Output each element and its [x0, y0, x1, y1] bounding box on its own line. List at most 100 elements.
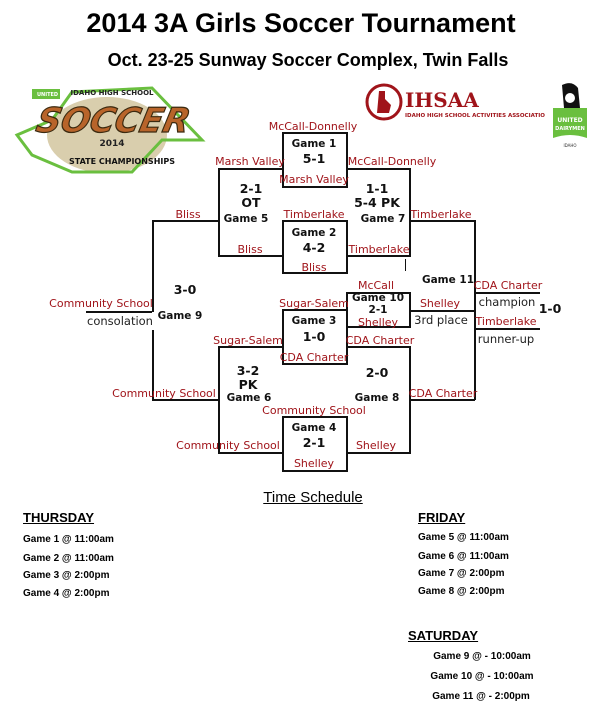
bracket-line [282, 470, 348, 472]
bracket-line [152, 220, 218, 222]
bracket-line [346, 168, 410, 170]
svg-text:STATE CHAMPIONSHIPS: STATE CHAMPIONSHIPS [69, 157, 175, 166]
game-label: Game 6 [226, 392, 272, 404]
day-heading: SATURDAY [408, 628, 479, 643]
runner-up-label: runner-up [477, 332, 535, 346]
game-label: Game 9 [157, 310, 203, 322]
svg-text:IDAHO: IDAHO [563, 143, 576, 148]
schedule-item: Game 4 @ 2:00pm [23, 588, 110, 599]
svg-text:DAIRYMEN: DAIRYMEN [555, 126, 585, 132]
bracket-line [218, 168, 220, 256]
schedule-item: Game 6 @ 11:00am [418, 551, 509, 562]
game-label: Game 4 [291, 422, 337, 434]
team-label: Bliss [175, 208, 201, 221]
friday-schedule: FRIDAY Game 5 @ 11:00am Game 6 @ 11:00am… [418, 510, 509, 597]
schedule-item: Game 1 @ 11:00am [23, 534, 114, 545]
schedule-item: Game 9 @ - 10:00am [433, 651, 531, 662]
team-label: Shelley [419, 297, 461, 310]
team-label: Shelley [357, 316, 399, 329]
bracket-line [218, 255, 282, 257]
team-label: Community School [262, 404, 366, 417]
game-label: Game 10 [351, 292, 405, 304]
bracket-line [410, 220, 475, 222]
game-label: Game 1 [291, 138, 337, 150]
third-place-label: 3rd place [414, 313, 468, 327]
svg-text:SOCCER: SOCCER [33, 101, 194, 141]
team-label: Shelley [293, 457, 335, 470]
schedule-item: Game 8 @ 2:00pm [418, 586, 505, 597]
score: 5-1 [302, 151, 326, 166]
bracket-line [218, 168, 282, 170]
bracket-line [218, 346, 220, 453]
bracket-line [218, 452, 282, 454]
runner-up-team: Timberlake [475, 315, 537, 328]
bracket-line [409, 168, 411, 256]
game-label: Game 2 [291, 227, 337, 239]
game-1-box [282, 132, 348, 188]
team-label: Sugar-Salem [213, 334, 283, 347]
day-heading-saturday: SATURDAY [408, 628, 478, 643]
game-label: Game 11 [421, 274, 475, 286]
schedule-item: Game 2 @ 11:00am [23, 553, 114, 564]
team-label: CDA Charter [279, 351, 349, 364]
page-title: 2014 3A Girls Soccer Tournament [86, 8, 516, 38]
game-label: Game 5 [223, 213, 269, 225]
svg-text:2014: 2014 [99, 139, 124, 149]
team-label: CDA Charter [408, 387, 478, 400]
game-label: Game 3 [291, 315, 337, 327]
ihsaa-logo: IHSAA IDAHO HIGH SCHOOL ACTIVITIES ASSOC… [365, 83, 550, 123]
game-label: Game 8 [354, 392, 400, 404]
bracket-line [346, 452, 411, 454]
bracket-line [152, 330, 154, 400]
schedule-item: Game 3 @ 2:00pm [23, 570, 110, 581]
score: 3-0 [173, 282, 197, 297]
score-note: 5-4 PK [354, 195, 400, 210]
score: 3-2 [236, 363, 260, 378]
team-label: Marsh Valley [279, 173, 349, 186]
champion-line [474, 292, 540, 294]
bracket-line [282, 186, 348, 188]
team-label: Sugar-Salem [279, 297, 349, 310]
score: 2-1 [368, 304, 388, 316]
team-label: Marsh Valley [215, 155, 285, 168]
day-heading: THURSDAY [23, 510, 95, 525]
score: 2-1 [302, 435, 326, 450]
schedule-item: Game 5 @ 11:00am [418, 532, 509, 543]
team-label: Timberlake [410, 208, 472, 221]
soccer-championship-logo: IDAHO HIGH SCHOOL UNITED SOCCER 2014 STA… [12, 80, 212, 175]
bracket-line [152, 399, 218, 401]
bracket-line [474, 220, 476, 400]
team-label: McCall-Donnelly [347, 155, 437, 168]
third-place-line [410, 310, 475, 312]
game-label: Game 7 [360, 213, 406, 225]
game-2-box [282, 220, 348, 274]
bracket-line [410, 399, 475, 401]
schedule-item: Game 10 @ - 10:00am [430, 671, 534, 682]
bracket-line [152, 220, 154, 312]
logo-top-text: IDAHO HIGH SCHOOL [71, 89, 155, 97]
score: 1-0 [302, 329, 326, 344]
score-note: OT [241, 195, 261, 210]
team-label: CDA Charter [345, 334, 415, 347]
game-4-box [282, 416, 348, 472]
svg-text:UNITED: UNITED [37, 92, 58, 98]
team-label: Community School [176, 439, 280, 452]
team-label: Timberlake [283, 208, 345, 221]
bracket-line [282, 272, 348, 274]
champion-team: CDA Charter [473, 279, 543, 292]
score: 2-0 [365, 365, 389, 380]
bracket-line [282, 363, 348, 365]
consolation-label: consolation [87, 314, 153, 328]
svg-text:IDAHO HIGH SCHOOL ACTIVITIES A: IDAHO HIGH SCHOOL ACTIVITIES ASSOCIATION [405, 113, 545, 119]
bracket-line [346, 346, 410, 348]
consolation-line [86, 311, 152, 313]
bracket-line [346, 255, 411, 257]
score: 1-1 [365, 181, 389, 196]
schedule-item: Game 11 @ - 2:00pm [432, 691, 530, 702]
team-label: Shelley [355, 439, 397, 452]
schedule-title: Time Schedule [263, 489, 363, 506]
score-note: PK [238, 377, 258, 392]
page-subtitle: Oct. 23-25 Sunway Soccer Complex, Twin F… [107, 50, 509, 70]
game-3-box [282, 309, 348, 365]
